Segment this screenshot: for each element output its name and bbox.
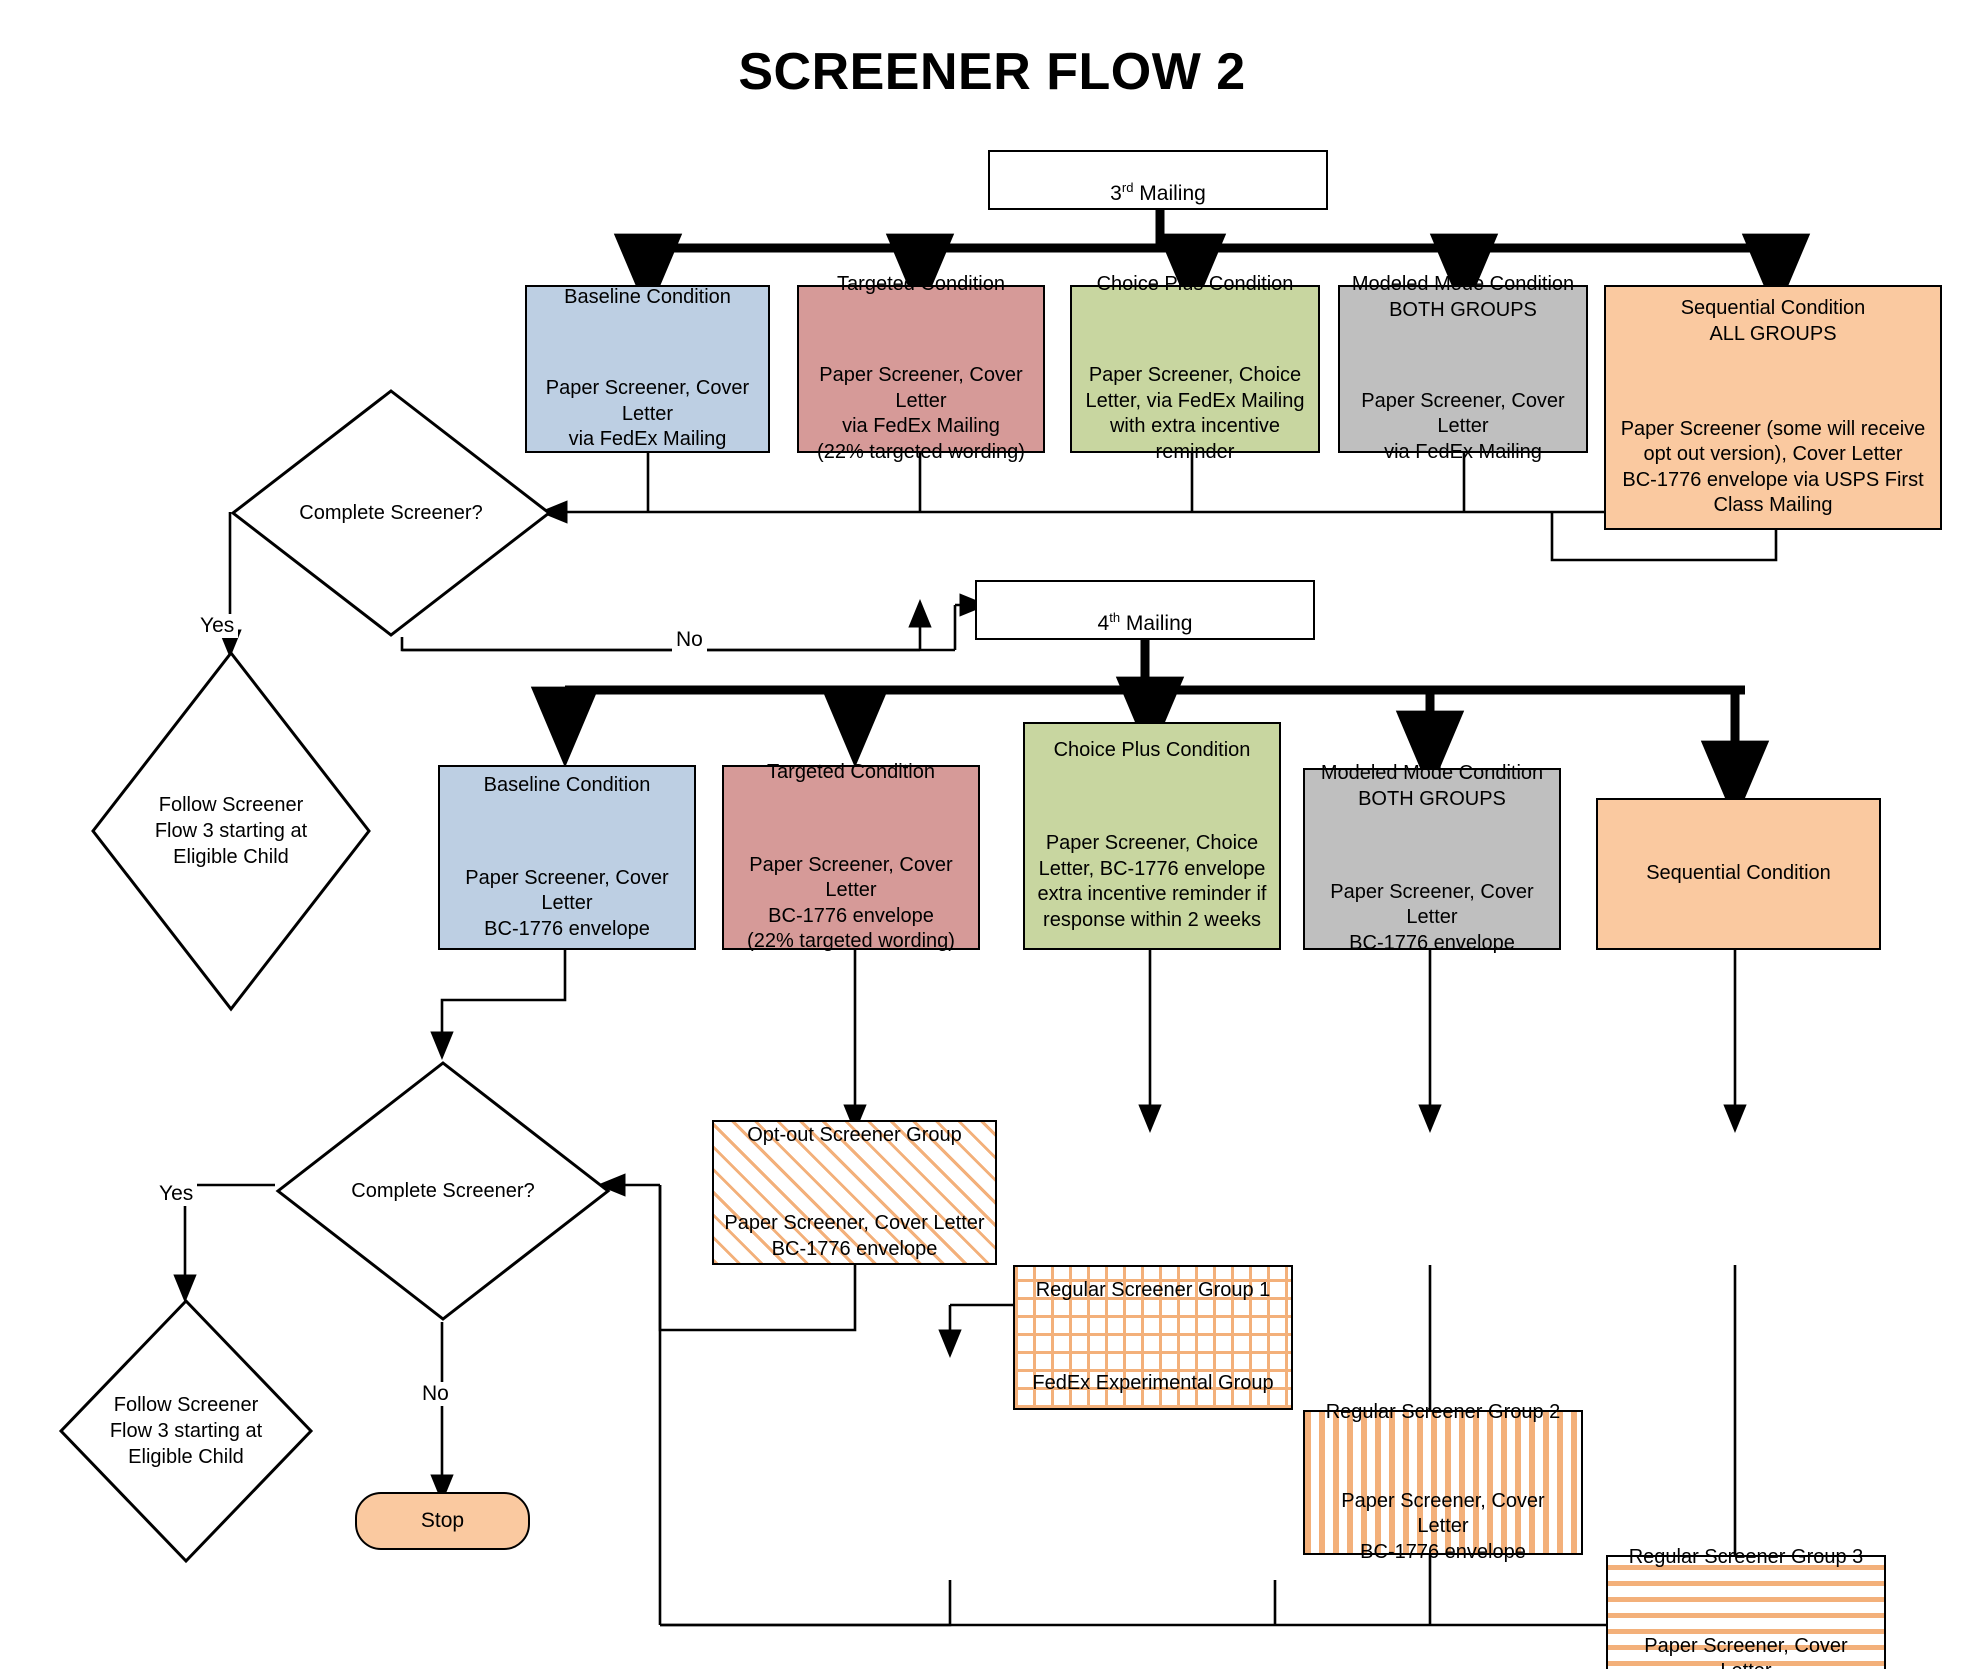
page-title: SCREENER FLOW 2 bbox=[738, 43, 1246, 101]
modeled-mode-3-text: Modeled Mode Condition BOTH GROUPS Paper… bbox=[1348, 247, 1578, 491]
baseline-3-heading: Baseline Condition bbox=[564, 286, 731, 309]
ordinal-rd: rd bbox=[1121, 179, 1134, 195]
opt-out-group-heading: Opt-out Screener Group bbox=[747, 1123, 962, 1146]
follow-flow-1-label: Follow Screener Flow 3 starting at Eligi… bbox=[154, 794, 308, 868]
node-baseline-condition-4[interactable]: Baseline Condition Paper Screener, Cover… bbox=[438, 765, 696, 950]
node-regular-screener-group-3[interactable]: Regular Screener Group 3 Paper Screener,… bbox=[1606, 1546, 1886, 1669]
baseline-3-body: Paper Screener, Cover Letter via FedEx M… bbox=[545, 377, 750, 451]
decision-2-label: Complete Screener? bbox=[351, 1180, 535, 1202]
node-baseline-condition-3[interactable]: Baseline Condition Paper Screener, Cover… bbox=[525, 285, 770, 453]
choice-plus-3-body: Paper Screener, Choice Letter, via FedEx… bbox=[1085, 364, 1305, 463]
follow-flow-2-label: Follow Screener Flow 3 starting at Eligi… bbox=[109, 1394, 263, 1468]
regular-group-2-heading: Regular Screener Group 2 bbox=[1325, 1400, 1561, 1423]
baseline-4-body: Paper Screener, Cover Letter BC-1776 env… bbox=[465, 866, 669, 940]
targeted-4-text: Targeted Condition Paper Screener, Cover… bbox=[732, 734, 970, 980]
decision-complete-screener-2[interactable]: Complete Screener? bbox=[275, 1060, 611, 1322]
node-third-mailing[interactable]: 3rd Mailing bbox=[988, 150, 1328, 210]
modeled-mode-3-body: Paper Screener, Cover Letter via FedEx M… bbox=[1361, 389, 1565, 463]
ordinal-th: th bbox=[1109, 609, 1121, 625]
targeted-4-heading: Targeted Condition bbox=[767, 760, 935, 783]
sequential-4-text: Sequential Condition bbox=[1606, 836, 1871, 913]
node-opt-out-screener-group[interactable]: Opt-out Screener Group Paper Screener, C… bbox=[712, 1120, 997, 1265]
targeted-3-heading: Targeted Condition bbox=[837, 273, 1005, 296]
fourth-mailing-label: 4th Mailing bbox=[1097, 609, 1193, 635]
modeled-mode-4-text: Modeled Mode Condition BOTH GROUPS Paper… bbox=[1313, 736, 1551, 982]
decision-complete-screener-1[interactable]: Complete Screener? bbox=[230, 388, 552, 638]
choice-plus-3-heading: Choice Plus Condition bbox=[1096, 273, 1294, 296]
choice-plus-4-body: Paper Screener, Choice Letter, BC-1776 e… bbox=[1037, 832, 1267, 931]
regular-group-1-text: Regular Screener Group 1 FedEx Experimen… bbox=[1023, 1253, 1283, 1423]
terminator-stop[interactable]: Stop bbox=[355, 1492, 530, 1550]
choice-plus-4-text: Choice Plus Condition Paper Screener, Ch… bbox=[1033, 713, 1271, 959]
opt-out-group-text: Opt-out Screener Group Paper Screener, C… bbox=[722, 1097, 987, 1288]
regular-group-3-body: Paper Screener, Cover Letter via FedEx M… bbox=[1644, 1634, 1848, 1669]
node-targeted-condition-4[interactable]: Targeted Condition Paper Screener, Cover… bbox=[722, 761, 980, 952]
node-fourth-mailing[interactable]: 4th Mailing bbox=[975, 580, 1315, 640]
node-modeled-mode-condition-4[interactable]: Modeled Mode Condition BOTH GROUPS Paper… bbox=[1303, 762, 1561, 954]
sequential-3-text: Sequential Condition ALL GROUPS Paper Sc… bbox=[1614, 271, 1932, 545]
modeled-mode-4-body: Paper Screener, Cover Letter BC-1776 env… bbox=[1330, 880, 1534, 954]
regular-group-2-text: Regular Screener Group 2 Paper Screener,… bbox=[1313, 1374, 1573, 1591]
sequential-3-heading: Sequential Condition ALL GROUPS bbox=[1680, 297, 1866, 345]
node-regular-screener-group-1[interactable]: Regular Screener Group 1 FedEx Experimen… bbox=[1013, 1265, 1293, 1410]
targeted-4-body: Paper Screener, Cover Letter BC-1776 env… bbox=[747, 853, 955, 953]
node-choice-plus-condition-4[interactable]: Choice Plus Condition Paper Screener, Ch… bbox=[1023, 722, 1281, 950]
opt-out-group-body: Paper Screener, Cover Letter BC-1776 env… bbox=[724, 1212, 985, 1260]
choice-plus-3-text: Choice Plus Condition Paper Screener, Ch… bbox=[1080, 247, 1310, 491]
targeted-3-text: Targeted Condition Paper Screener, Cover… bbox=[807, 247, 1035, 491]
sequential-3-body: Paper Screener (some will receive opt ou… bbox=[1620, 417, 1926, 517]
node-regular-screener-group-2[interactable]: Regular Screener Group 2 Paper Screener,… bbox=[1303, 1401, 1583, 1563]
targeted-3-body: Paper Screener, Cover Letter via FedEx M… bbox=[817, 364, 1025, 463]
baseline-4-heading: Baseline Condition bbox=[483, 773, 651, 796]
decision-follow-flow-2[interactable]: Follow Screener Flow 3 starting at Eligi… bbox=[58, 1298, 314, 1564]
edge-label-yes-1: Yes bbox=[196, 614, 239, 638]
edge-label-yes-2: Yes bbox=[155, 1182, 198, 1206]
node-sequential-condition-3[interactable]: Sequential Condition ALL GROUPS Paper Sc… bbox=[1604, 285, 1942, 530]
regular-group-3-heading: Regular Screener Group 3 bbox=[1628, 1545, 1864, 1568]
sequential-4-heading: Sequential Condition bbox=[1646, 862, 1831, 885]
stop-label: Stop bbox=[420, 1509, 465, 1532]
modeled-mode-4-heading: Modeled Mode Condition BOTH GROUPS bbox=[1320, 762, 1544, 811]
decision-1-label: Complete Screener? bbox=[299, 502, 483, 524]
edge-label-no-2: No bbox=[418, 1382, 453, 1406]
edge-label-no-1: No bbox=[672, 628, 707, 652]
regular-group-1-heading: Regular Screener Group 1 bbox=[1035, 1279, 1271, 1302]
regular-group-2-body: Paper Screener, Cover Letter BC-1776 env… bbox=[1341, 1489, 1545, 1563]
choice-plus-4-heading: Choice Plus Condition bbox=[1053, 739, 1251, 762]
node-targeted-condition-3[interactable]: Targeted Condition Paper Screener, Cover… bbox=[797, 273, 1045, 463]
node-modeled-mode-condition-3[interactable]: Modeled Mode Condition BOTH GROUPS Paper… bbox=[1338, 273, 1588, 463]
baseline-4-text: Baseline Condition Paper Screener, Cover… bbox=[448, 747, 686, 968]
decision-follow-flow-1[interactable]: Follow Screener Flow 3 starting at Eligi… bbox=[90, 650, 372, 1012]
baseline-3-text: Baseline Condition Paper Screener, Cover… bbox=[535, 260, 760, 479]
modeled-mode-3-heading: Modeled Mode Condition BOTH GROUPS bbox=[1351, 273, 1575, 322]
node-choice-plus-condition-3[interactable]: Choice Plus Condition Paper Screener, Ch… bbox=[1070, 273, 1320, 463]
regular-group-1-body: FedEx Experimental Group bbox=[1032, 1372, 1274, 1395]
node-sequential-condition-4[interactable]: Sequential Condition bbox=[1596, 798, 1881, 950]
third-mailing-label: 3rd Mailing bbox=[1110, 179, 1206, 205]
regular-group-3-text: Regular Screener Group 3 Paper Screener,… bbox=[1616, 1519, 1876, 1669]
